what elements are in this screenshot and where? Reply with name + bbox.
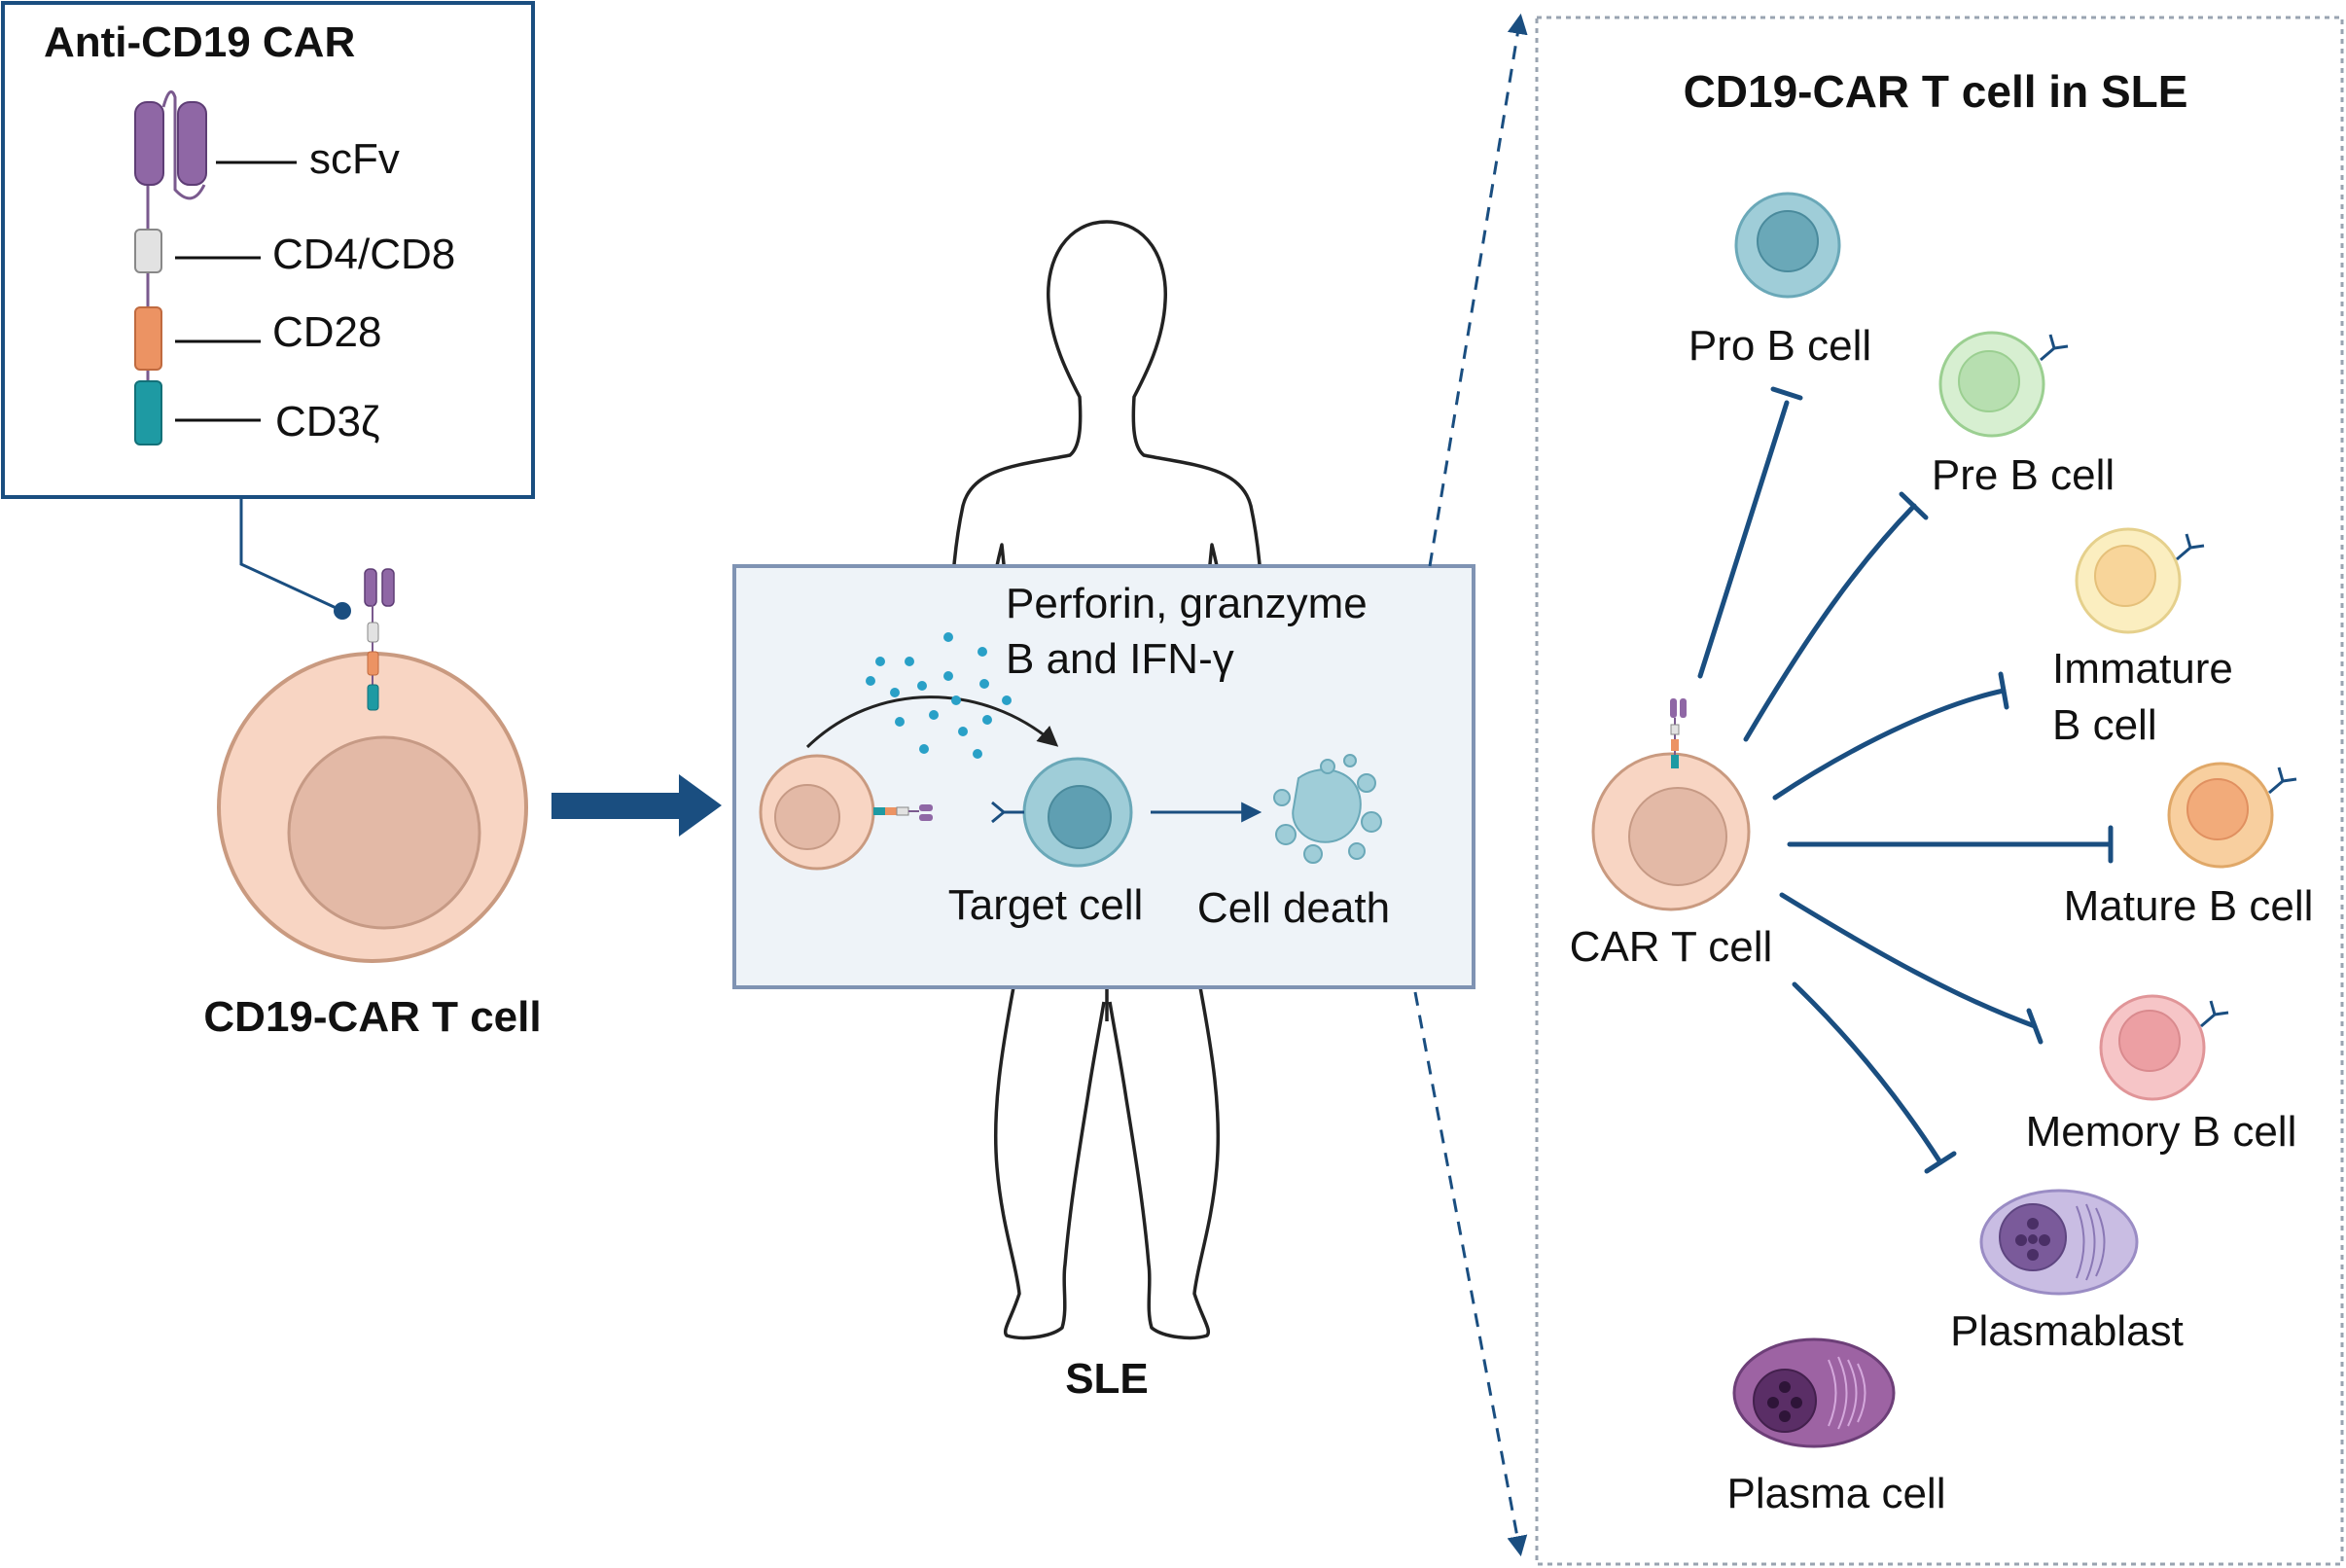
inhibit-memory-b-bar bbox=[2026, 1008, 2044, 1045]
left-car-t-cell bbox=[217, 568, 528, 963]
memory-b-receptor-icon bbox=[2200, 1000, 2229, 1028]
cd28-label: CD28 bbox=[272, 308, 382, 356]
mature-b-receptor-icon bbox=[2268, 766, 2297, 795]
cell-death-label: Cell death bbox=[1197, 884, 1390, 932]
plasmablast-label: Plasmablast bbox=[1950, 1307, 2184, 1355]
car-construct-box: Anti-CD19 CAR scFv CD4/CD8 CD28 CD3ζ bbox=[1, 1, 535, 499]
cd19-antibody-icon bbox=[991, 801, 1024, 824]
center-car-t-label: CAR T cell bbox=[1570, 923, 1773, 971]
cytokines-line1: Perforin, granzyme bbox=[1006, 580, 1368, 627]
center-car-t-nucleus bbox=[1628, 787, 1727, 886]
cytokines-line2: B and IFN-γ bbox=[1006, 635, 1234, 683]
target-cell-label: Target cell bbox=[948, 881, 1144, 929]
cd3z-domain bbox=[134, 380, 162, 445]
scfv-label: scFv bbox=[309, 135, 400, 183]
inhibit-plasmablast-bar bbox=[1924, 1151, 1957, 1174]
mini-car-receptor-icon bbox=[364, 568, 395, 711]
inhibit-pro-b bbox=[1697, 400, 1790, 679]
right-panel-title: CD19-CAR T cell in SLE bbox=[1684, 66, 2188, 117]
plasma-cell bbox=[1732, 1337, 1896, 1448]
pre-b-label: Pre B cell bbox=[1932, 451, 2115, 499]
cd28-domain bbox=[134, 306, 162, 371]
right-panel: CD19-CAR T cell in SLE CAR T cell bbox=[1535, 16, 2344, 1566]
mature-b-label: Mature B cell bbox=[2064, 882, 2314, 930]
memory-b-label: Memory B cell bbox=[2026, 1108, 2297, 1156]
cytokine-dots bbox=[866, 632, 1012, 759]
scfv-domain bbox=[134, 89, 207, 200]
memory-b-cell bbox=[2099, 994, 2229, 1101]
plasma-cell-label: Plasma cell bbox=[1727, 1470, 1946, 1517]
mature-b-cell bbox=[2167, 762, 2297, 869]
inhibit-pre-b-bar bbox=[1899, 491, 1929, 520]
inhibit-immature-b-bar bbox=[1998, 671, 2009, 710]
main-flow-arrow bbox=[551, 774, 722, 837]
cd3z-label: CD3ζ bbox=[275, 398, 379, 445]
inhibit-pre-b bbox=[1743, 503, 1917, 742]
car-construct-frame bbox=[1, 1, 535, 499]
left-cell-label: CD19-CAR T cell bbox=[203, 993, 541, 1041]
immature-b-label-2: B cell bbox=[2052, 701, 2157, 749]
mechanism-panel: Perforin, granzyme B and IFN-γ bbox=[732, 564, 1475, 989]
immature-b-cell bbox=[2075, 527, 2205, 634]
pro-b-cell bbox=[1734, 192, 1841, 299]
inhibit-pro-b-bar bbox=[1770, 386, 1803, 401]
construct-connector bbox=[239, 497, 343, 613]
inhibition-lines bbox=[1697, 386, 2114, 1174]
inhibit-memory-b bbox=[1779, 892, 2038, 1029]
cell-death-fragments-icon bbox=[1273, 754, 1382, 864]
cd4cd8-domain bbox=[134, 229, 162, 273]
car-construct-title: Anti-CD19 CAR bbox=[44, 18, 355, 66]
release-arrow bbox=[805, 695, 1059, 749]
zoom-line-bottom bbox=[1413, 991, 1528, 1557]
mini-car-t-nucleus bbox=[774, 784, 840, 850]
pro-b-label: Pro B cell bbox=[1688, 322, 1871, 370]
pre-b-receptor-icon bbox=[2040, 334, 2069, 362]
zoom-line-top bbox=[1428, 13, 1528, 567]
cd4cd8-label: CD4/CD8 bbox=[272, 231, 455, 278]
target-cell-nucleus bbox=[1048, 785, 1112, 849]
immature-b-receptor-icon bbox=[2176, 533, 2205, 561]
sle-label: SLE bbox=[1065, 1355, 1149, 1403]
plasmablast-cell bbox=[1979, 1189, 2139, 1296]
inhibit-plasmablast bbox=[1792, 981, 1943, 1165]
immature-b-label-1: Immature bbox=[2052, 645, 2233, 693]
inhibit-immature-b bbox=[1772, 688, 2007, 801]
connector-dot bbox=[334, 602, 351, 620]
mini-receptor-horizontal-icon bbox=[873, 804, 933, 821]
car-t-nucleus bbox=[287, 735, 481, 930]
pre-b-cell bbox=[1938, 331, 2069, 438]
center-car-receptor-icon bbox=[1670, 698, 1687, 768]
